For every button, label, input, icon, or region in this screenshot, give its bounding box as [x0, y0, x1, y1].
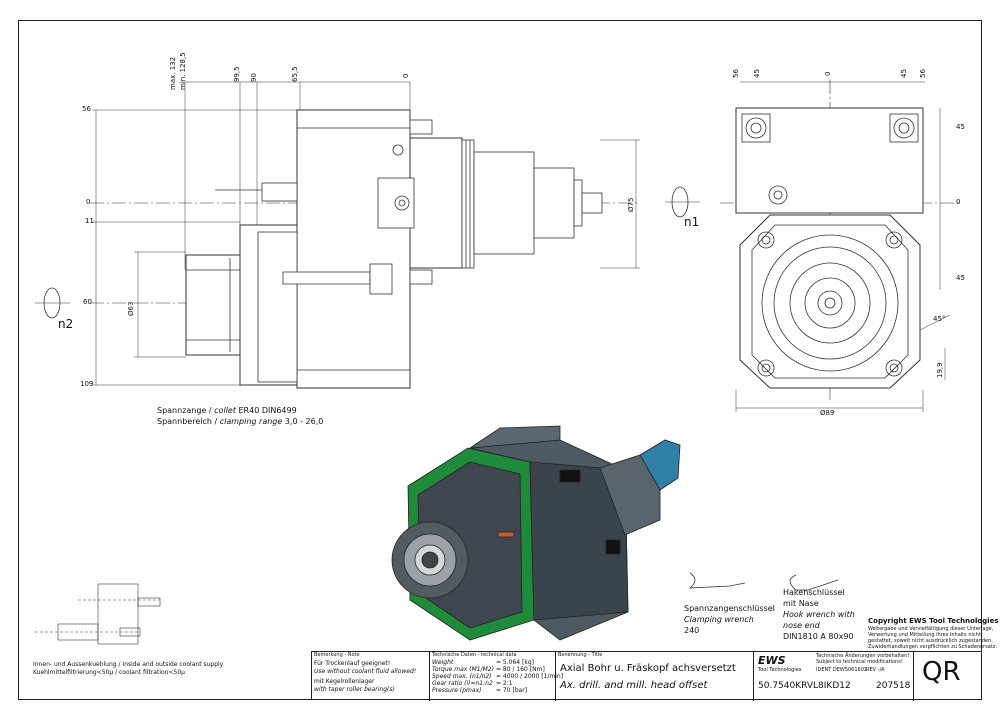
tech-value-1: = 80 / 160 [Nm] [496, 666, 545, 673]
dim-90: 90 [250, 73, 258, 82]
wrench1-de: Spannzangenschlüssel [684, 604, 775, 613]
tech-label-0: Weight [432, 659, 454, 666]
tech-label-1: Torque max (M1/M2) [432, 666, 494, 673]
rotation-n1: n1 [684, 215, 700, 229]
dim-d89: Ø89 [820, 409, 835, 417]
rev: REV -/A [866, 667, 885, 673]
wrench2-de2: mit Nase [783, 599, 819, 608]
collet-en: collet [214, 406, 236, 415]
change-note-2: Subject to technical modifications! [816, 659, 903, 665]
drawing-number: 207518 [876, 681, 911, 691]
rotation-n2: n2 [58, 317, 74, 331]
dim-d63: Ø63 [127, 301, 135, 316]
title-header: Benennung - Title [558, 652, 603, 658]
company-cell: EWS Tool Technologies Technische Änderun… [754, 652, 914, 701]
notes-cell: Bemerkung - Note Für Trockenlauf geeigne… [312, 652, 430, 701]
tech-value-0: = 5.064 [kg] [496, 659, 534, 666]
clamping-de: Spannbereich / [157, 417, 218, 426]
copyright-l4: Zuwiderhandlungen verpflichten zu Schade… [868, 644, 998, 650]
note2-en: with taper roller bearing(s) [314, 686, 395, 693]
notes-header: Bemerkung - Note [314, 652, 360, 658]
note1-en: Use without coolant fluid allowed! [314, 668, 417, 675]
render-3d [391, 425, 681, 641]
dim-angle: 45° [933, 315, 946, 323]
part-number: 50.7540KRVL8IKD12 [758, 681, 851, 691]
dim-min: min. 128,5 [179, 52, 187, 90]
dim-0-top: 0 [402, 73, 410, 78]
dim-left-109: 109 [80, 380, 94, 388]
logo-sub: Tool Technologies [758, 667, 802, 673]
logo-text: EWS [758, 654, 786, 667]
title-de: Axial Bohr u. Fräskopf achsversetzt [560, 663, 736, 674]
collet-line-1: Spannzange / collet ER40 DIN6499 [157, 406, 297, 416]
qr-cell: QR [914, 652, 983, 701]
dim-left-60: 60 [83, 298, 92, 306]
tech-header: Technische Daten - technical data [432, 652, 517, 658]
dim-left-11: 11 [85, 217, 94, 225]
copyright-title: Copyright EWS Tool Technologies [868, 617, 999, 625]
change-note-1: Technische Änderungen vorbehalten! [816, 653, 910, 659]
dim-d75: Ø75 [627, 197, 635, 212]
coolant-schematic [35, 583, 161, 645]
dim-front-r0: 0 [956, 198, 961, 206]
ident: IDENT DEW5061601 [816, 667, 868, 673]
wrench2-en1: Hook wrench with [783, 610, 855, 619]
title-cell: Benennung - Title Axial Bohr u. Fräskopf… [556, 652, 754, 701]
title-block: Bemerkung - Note Für Trockenlauf geeigne… [311, 651, 983, 701]
copyright-l1: Weitergabe und Vervielfältigung dieser U… [868, 626, 994, 632]
dim-front-45b: 45 [900, 69, 908, 78]
tech-label-4: Pressure (pmax) [432, 687, 482, 694]
wrench2-val: DIN1810 A 80x90 [783, 632, 854, 641]
qr-label: QR [922, 657, 961, 687]
copyright-l3: gestattet, soweit nicht ausdrücklich zug… [868, 638, 993, 644]
dim-left-56: 56 [82, 105, 91, 113]
note1-de: Für Trockenlauf geeignet! [314, 660, 391, 667]
dim-front-r45a: 45 [956, 123, 965, 131]
tech-value-3: = 2:1 [496, 680, 513, 687]
dim-front-45a: 45 [753, 69, 761, 78]
dim-99: 99,5 [233, 66, 241, 82]
coolant-line-1: Innen- und Aussenkuehlung / Inside and o… [33, 661, 224, 668]
dim-front-56b: 56 [919, 69, 927, 78]
wrench2-de1: Hakenschlüssel [783, 588, 845, 597]
wrench1-en: Clamping wrench [684, 615, 754, 624]
coolant-line-2: Kuehlmittelfiltrierung<50μ / coolant fil… [33, 669, 185, 676]
collet-val: ER40 DIN6499 [238, 406, 297, 415]
tech-label-3: Gear ratio (i)=n1:n2 [432, 680, 493, 687]
dim-front-r45b: 45 [956, 274, 965, 282]
drawing-frame [18, 20, 982, 700]
dim-front-56a: 56 [732, 69, 740, 78]
copyright-l2: Verwertung und Mitteilung ihres Inhalts … [868, 632, 981, 638]
clamping-en: clamping range [219, 417, 283, 426]
wrench2-en2: nose end [783, 621, 820, 630]
dim-height: 19,9 [936, 362, 944, 378]
tech-value-4: = 70 [bar] [496, 687, 528, 694]
collet-de: Spannzange / [157, 406, 212, 415]
tech-label-2: Speed max. (n1/n2) [432, 673, 492, 680]
dim-65: 65,5 [291, 66, 299, 82]
note2-de: mit Kegelrollenlager [314, 678, 375, 685]
dim-left-0: 0 [86, 198, 91, 206]
clamping-val: 3,0 - 26,0 [284, 417, 324, 426]
wrench1-val: 240 [684, 626, 700, 635]
dim-max: max. 132 [169, 56, 177, 90]
dim-front-0: 0 [824, 71, 832, 76]
title-en: Ax. drill. and mill. head offset [560, 680, 708, 691]
wrench-sketches [688, 572, 839, 591]
collet-line-2: Spannbereich / clamping range 3,0 - 26,0 [157, 417, 324, 427]
tech-value-2: = 4000 / 2000 [1/min] [496, 673, 564, 680]
tech-cell: Technische Daten - technical data Weight… [430, 652, 563, 701]
